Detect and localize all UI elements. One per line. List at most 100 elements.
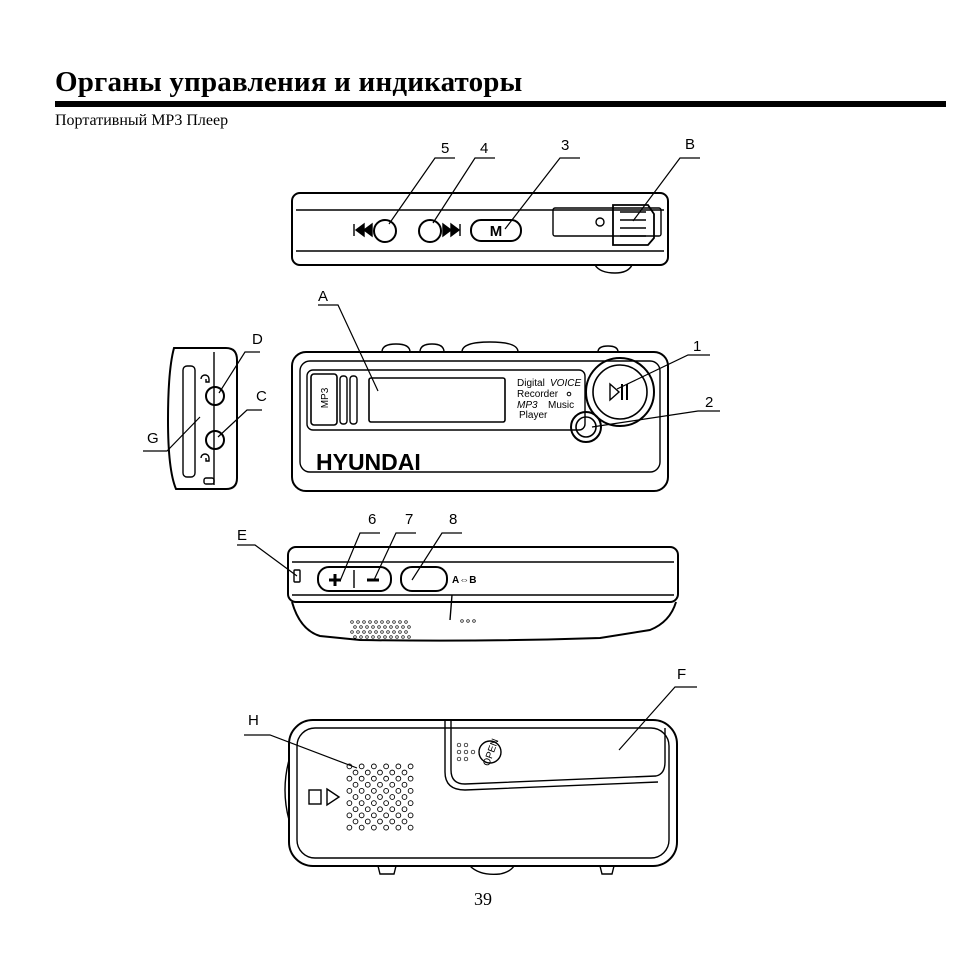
speaker-hole (364, 781, 371, 788)
speaker-hole (401, 794, 408, 800)
bottom-view: A⇔B (287, 546, 679, 642)
lcd-display (368, 377, 506, 423)
display-line-recorder: Recorder (517, 389, 559, 400)
menu-button[interactable] (470, 219, 522, 242)
speaker-hole (352, 769, 359, 776)
front-view: MP3 Digital VOICE Recorder MP3 Music Pla… (291, 341, 669, 492)
speaker-hole (389, 625, 393, 629)
speaker-hole (359, 625, 363, 629)
callout-2: 2 (705, 394, 713, 411)
speaker-hole (350, 630, 354, 634)
speaker-hole (352, 781, 359, 788)
speaker-hole (407, 775, 414, 782)
speaker-hole (389, 769, 396, 776)
speaker-hole (346, 788, 353, 794)
mic-jack[interactable] (205, 430, 225, 450)
speaker-hole (383, 812, 389, 819)
hold-switch[interactable] (552, 204, 662, 246)
title-rule (55, 101, 946, 107)
speaker-hole (392, 620, 396, 624)
speaker-hole (358, 775, 365, 782)
speaker-hole (389, 806, 396, 813)
speaker-hole (364, 794, 371, 800)
battery-vent (456, 742, 476, 762)
callout-5: 5 (441, 140, 449, 157)
mp3-badge (310, 373, 338, 426)
speaker-hole (371, 788, 377, 794)
speaker-hole (356, 620, 360, 624)
next-button[interactable] (418, 219, 442, 243)
speaker-hole (407, 625, 411, 629)
speaker-hole (389, 794, 396, 800)
speaker-hole (353, 635, 357, 639)
speaker-hole (377, 635, 381, 639)
speaker-hole (346, 812, 353, 819)
callout-a: A (318, 288, 328, 305)
speaker-hole (371, 763, 377, 770)
ab-repeat-label: A⇔B (452, 575, 476, 586)
speaker-hole (395, 824, 402, 831)
speaker-hole (407, 763, 414, 770)
speaker-hole (374, 620, 378, 624)
speaker-hole (407, 812, 414, 819)
rear-speaker-grille (346, 763, 414, 831)
callout-6: 6 (368, 511, 376, 528)
display-line-player: Player (519, 410, 548, 421)
speaker-hole (383, 763, 389, 770)
side-view (166, 347, 238, 490)
speaker-hole (352, 818, 359, 825)
lanyard-slot (308, 789, 322, 805)
speaker-hole (371, 625, 375, 629)
callout-labels: 5 4 3 B A 1 2 D C G 6 7 8 E F H (147, 136, 713, 729)
headphone-jack[interactable] (205, 386, 225, 406)
speaker-hole (395, 788, 402, 794)
play-pause-icon (609, 382, 628, 402)
speaker-hole (389, 781, 396, 788)
speaker-hole (407, 800, 414, 806)
prev-button[interactable] (373, 219, 397, 243)
speaker-hole (377, 806, 383, 813)
speaker-hole (383, 775, 389, 782)
callout-f: F (677, 666, 686, 683)
callout-7: 7 (405, 511, 413, 528)
back-view: OPEN (284, 719, 678, 876)
speaker-hole (383, 625, 387, 629)
speaker-hole (404, 620, 408, 624)
open-latch[interactable] (478, 740, 502, 764)
speaker-hole (368, 630, 372, 634)
speaker-hole (371, 775, 377, 782)
menu-button-label: M (490, 223, 503, 240)
speaker-hole (371, 800, 377, 806)
headphone-icon (200, 374, 210, 383)
play-pause-button[interactable] (592, 364, 648, 420)
callout-h: H (248, 712, 259, 729)
speaker-hole (358, 800, 365, 806)
speaker-hole (358, 788, 365, 794)
speaker-hole (368, 620, 372, 624)
callout-lines (143, 157, 720, 769)
speaker-hole (401, 781, 408, 788)
speaker-hole (352, 806, 359, 813)
speaker-hole (377, 769, 383, 776)
speaker-hole (395, 763, 402, 770)
callout-8: 8 (449, 511, 457, 528)
headphone-icon (200, 453, 210, 462)
speaker-hole (371, 812, 377, 819)
speaker-hole (371, 635, 375, 639)
speaker-hole (356, 630, 360, 634)
prev-track-icon (353, 222, 373, 238)
callout-d: D (252, 331, 263, 348)
callout-c: C (256, 388, 267, 405)
page-subtitle: Портативный MP3 Плеер (55, 112, 229, 129)
speaker-hole (353, 625, 357, 629)
volume-rocker[interactable] (317, 566, 392, 592)
speaker-hole (395, 775, 402, 782)
ab-repeat-button[interactable] (400, 566, 448, 592)
speaker-hole (364, 769, 371, 776)
speaker-hole (374, 630, 378, 634)
speaker-hole (398, 630, 402, 634)
speaker-hole (395, 635, 399, 639)
speaker-hole (401, 635, 405, 639)
arrow-right-icon (326, 787, 341, 807)
speaker-hole (407, 824, 414, 831)
